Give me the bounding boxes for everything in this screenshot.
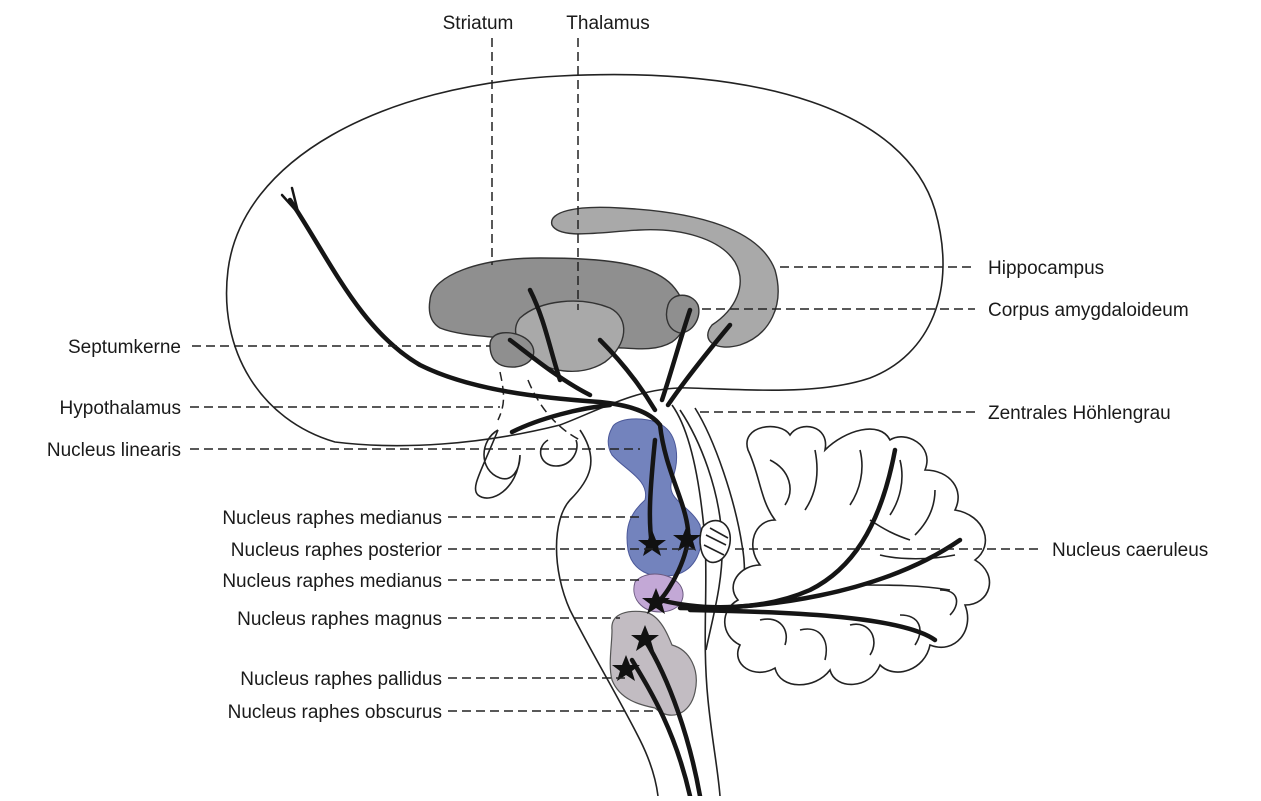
label-hippocampus: Hippocampus xyxy=(988,258,1104,279)
label-corpus-amygdaloideum: Corpus amygdaloideum xyxy=(988,300,1189,321)
locus-caeruleus-shape xyxy=(700,521,730,563)
label-septumkerne: Septumkerne xyxy=(68,337,181,358)
label-nucleus-raphes-medianus-1: Nucleus raphes medianus xyxy=(222,508,442,529)
label-thalamus: Thalamus xyxy=(566,13,649,34)
label-hypothalamus: Hypothalamus xyxy=(60,398,181,419)
label-nucleus-linearis: Nucleus linearis xyxy=(47,440,181,461)
label-nucleus-caeruleus: Nucleus caeruleus xyxy=(1052,540,1208,561)
cerebellum xyxy=(725,427,990,685)
label-striatum: Striatum xyxy=(443,13,514,34)
pituitary-outline xyxy=(541,440,577,466)
label-nucleus-raphes-pallidus: Nucleus raphes pallidus xyxy=(240,669,442,690)
label-nucleus-raphes-obscurus: Nucleus raphes obscurus xyxy=(228,702,442,723)
label-zentrales-hoehlengrau: Zentrales Höhlengrau xyxy=(988,403,1171,424)
label-nucleus-raphes-medianus-2: Nucleus raphes medianus xyxy=(222,571,442,592)
label-nucleus-raphes-magnus: Nucleus raphes magnus xyxy=(237,609,442,630)
thalamus-shape xyxy=(516,301,624,371)
label-nucleus-raphes-posterior: Nucleus raphes posterior xyxy=(231,540,443,561)
